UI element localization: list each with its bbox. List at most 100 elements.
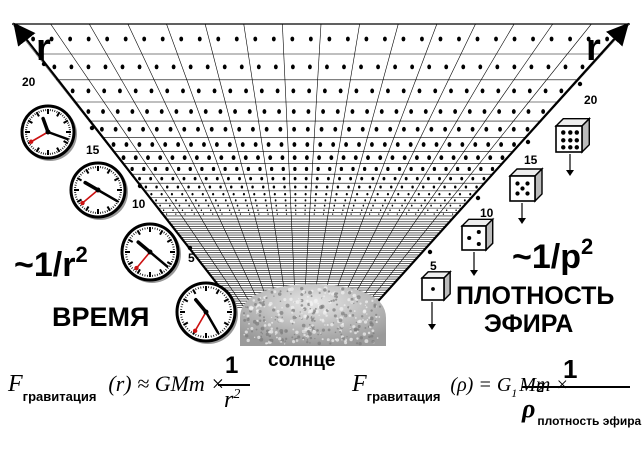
ether-particle: [511, 126, 516, 132]
ether-particle: [341, 155, 346, 161]
ether-particle: [208, 185, 212, 189]
ether-particle: [333, 204, 336, 207]
ether-particle: [464, 185, 468, 189]
ether-particle: [293, 166, 297, 172]
ether-particle: [212, 213, 214, 215]
ether-particle: [438, 176, 441, 181]
ether-particle: [294, 192, 297, 196]
ether-particle: [253, 192, 256, 196]
ether-particle: [427, 155, 432, 161]
left-law-label: ~1/r2: [14, 242, 88, 284]
formula-left-numerator: 1: [225, 352, 239, 379]
ether-particle: [238, 176, 241, 181]
ether-particle: [207, 155, 212, 161]
ether-particle: [279, 142, 284, 147]
grid-radial-line: [50, 24, 245, 308]
ether-particle: [146, 155, 150, 161]
ether-particle: [332, 209, 335, 212]
ether-particle: [409, 109, 414, 114]
ether-particle: [370, 142, 374, 147]
ether-particle: [316, 166, 320, 172]
ether-particle: [318, 142, 323, 147]
ether-particle: [204, 176, 208, 181]
clock-icon: [175, 281, 238, 344]
ether-particle: [371, 176, 375, 181]
ether-particle: [455, 209, 457, 212]
ether-particle: [154, 64, 159, 70]
ether-particle: [203, 109, 208, 114]
ether-particle: [204, 199, 207, 202]
ether-particle: [339, 166, 344, 172]
ether-particle: [500, 155, 505, 161]
ether-particle: [366, 192, 369, 196]
ether-particle: [230, 213, 232, 215]
ether-particle: [404, 199, 406, 202]
ether-particle: [150, 192, 153, 196]
ether-particle: [457, 36, 461, 42]
ether-particle: [210, 209, 212, 212]
ether-particle: [438, 192, 441, 196]
ether-particle: [272, 185, 276, 189]
ether-particle: [159, 204, 161, 207]
ether-particle: [438, 109, 443, 114]
ether-particle: [410, 64, 415, 70]
ether-particle: [396, 213, 398, 215]
ether-particle: [158, 155, 163, 161]
ether-particle: [222, 192, 225, 196]
ether-particle: [394, 199, 397, 202]
ether-particle: [460, 176, 464, 181]
ether-particle: [374, 126, 379, 132]
ether-particle: [444, 166, 448, 172]
ether-particle: [182, 176, 186, 181]
ether-particle: [327, 36, 332, 42]
ether-particle: [160, 192, 163, 196]
ether-particle: [427, 209, 429, 212]
arrow-down-icon: [470, 252, 478, 276]
ether-particle: [341, 213, 343, 215]
ether-particle: [434, 142, 439, 147]
ether-particle: [262, 185, 265, 189]
ether-particle: [395, 142, 400, 147]
ether-particle: [197, 36, 202, 42]
ether-particle: [563, 64, 568, 70]
ether-particle: [313, 213, 315, 215]
ether-particle: [174, 109, 179, 114]
ether-particle: [168, 126, 173, 132]
formula-left-subscript: гравитация: [22, 389, 97, 404]
ether-particle: [344, 142, 349, 147]
grid-radial-line: [346, 24, 515, 308]
ether-particle: [527, 88, 532, 94]
ether-particle: [449, 204, 452, 207]
ether-particle: [214, 142, 219, 147]
ether-particle: [397, 166, 402, 172]
ether-particle: [454, 185, 457, 189]
ether-particle: [154, 126, 159, 132]
ether-particle: [275, 204, 278, 207]
ether-particle: [141, 126, 146, 132]
formula-left-fraction-bar: [218, 384, 250, 386]
ether-particle: [284, 199, 287, 202]
ether-particle: [238, 209, 240, 212]
grid-radial-line: [337, 24, 476, 308]
ether-particle: [118, 88, 122, 94]
ether-particle: [490, 166, 495, 172]
ether-particle: [498, 126, 502, 132]
ether-density-label-2: ЭФИРА: [484, 310, 574, 338]
ether-particle: [254, 199, 257, 202]
ether-particle: [195, 199, 197, 202]
ether-particle: [256, 64, 261, 70]
ether-particle: [70, 88, 75, 94]
ether-particle: [325, 64, 329, 70]
ether-particle: [292, 155, 297, 161]
ether-particle: [264, 199, 267, 202]
ether-particle: [326, 176, 330, 181]
ether-particle: [429, 126, 434, 132]
ether-particle: [317, 155, 322, 161]
ether-particle: [421, 142, 426, 147]
ether-particle: [351, 166, 355, 172]
ether-particle: [227, 204, 229, 207]
ether-particle: [420, 36, 424, 42]
ether-particle: [137, 64, 142, 70]
ether-particle: [433, 213, 435, 215]
ether-particle: [344, 199, 347, 202]
